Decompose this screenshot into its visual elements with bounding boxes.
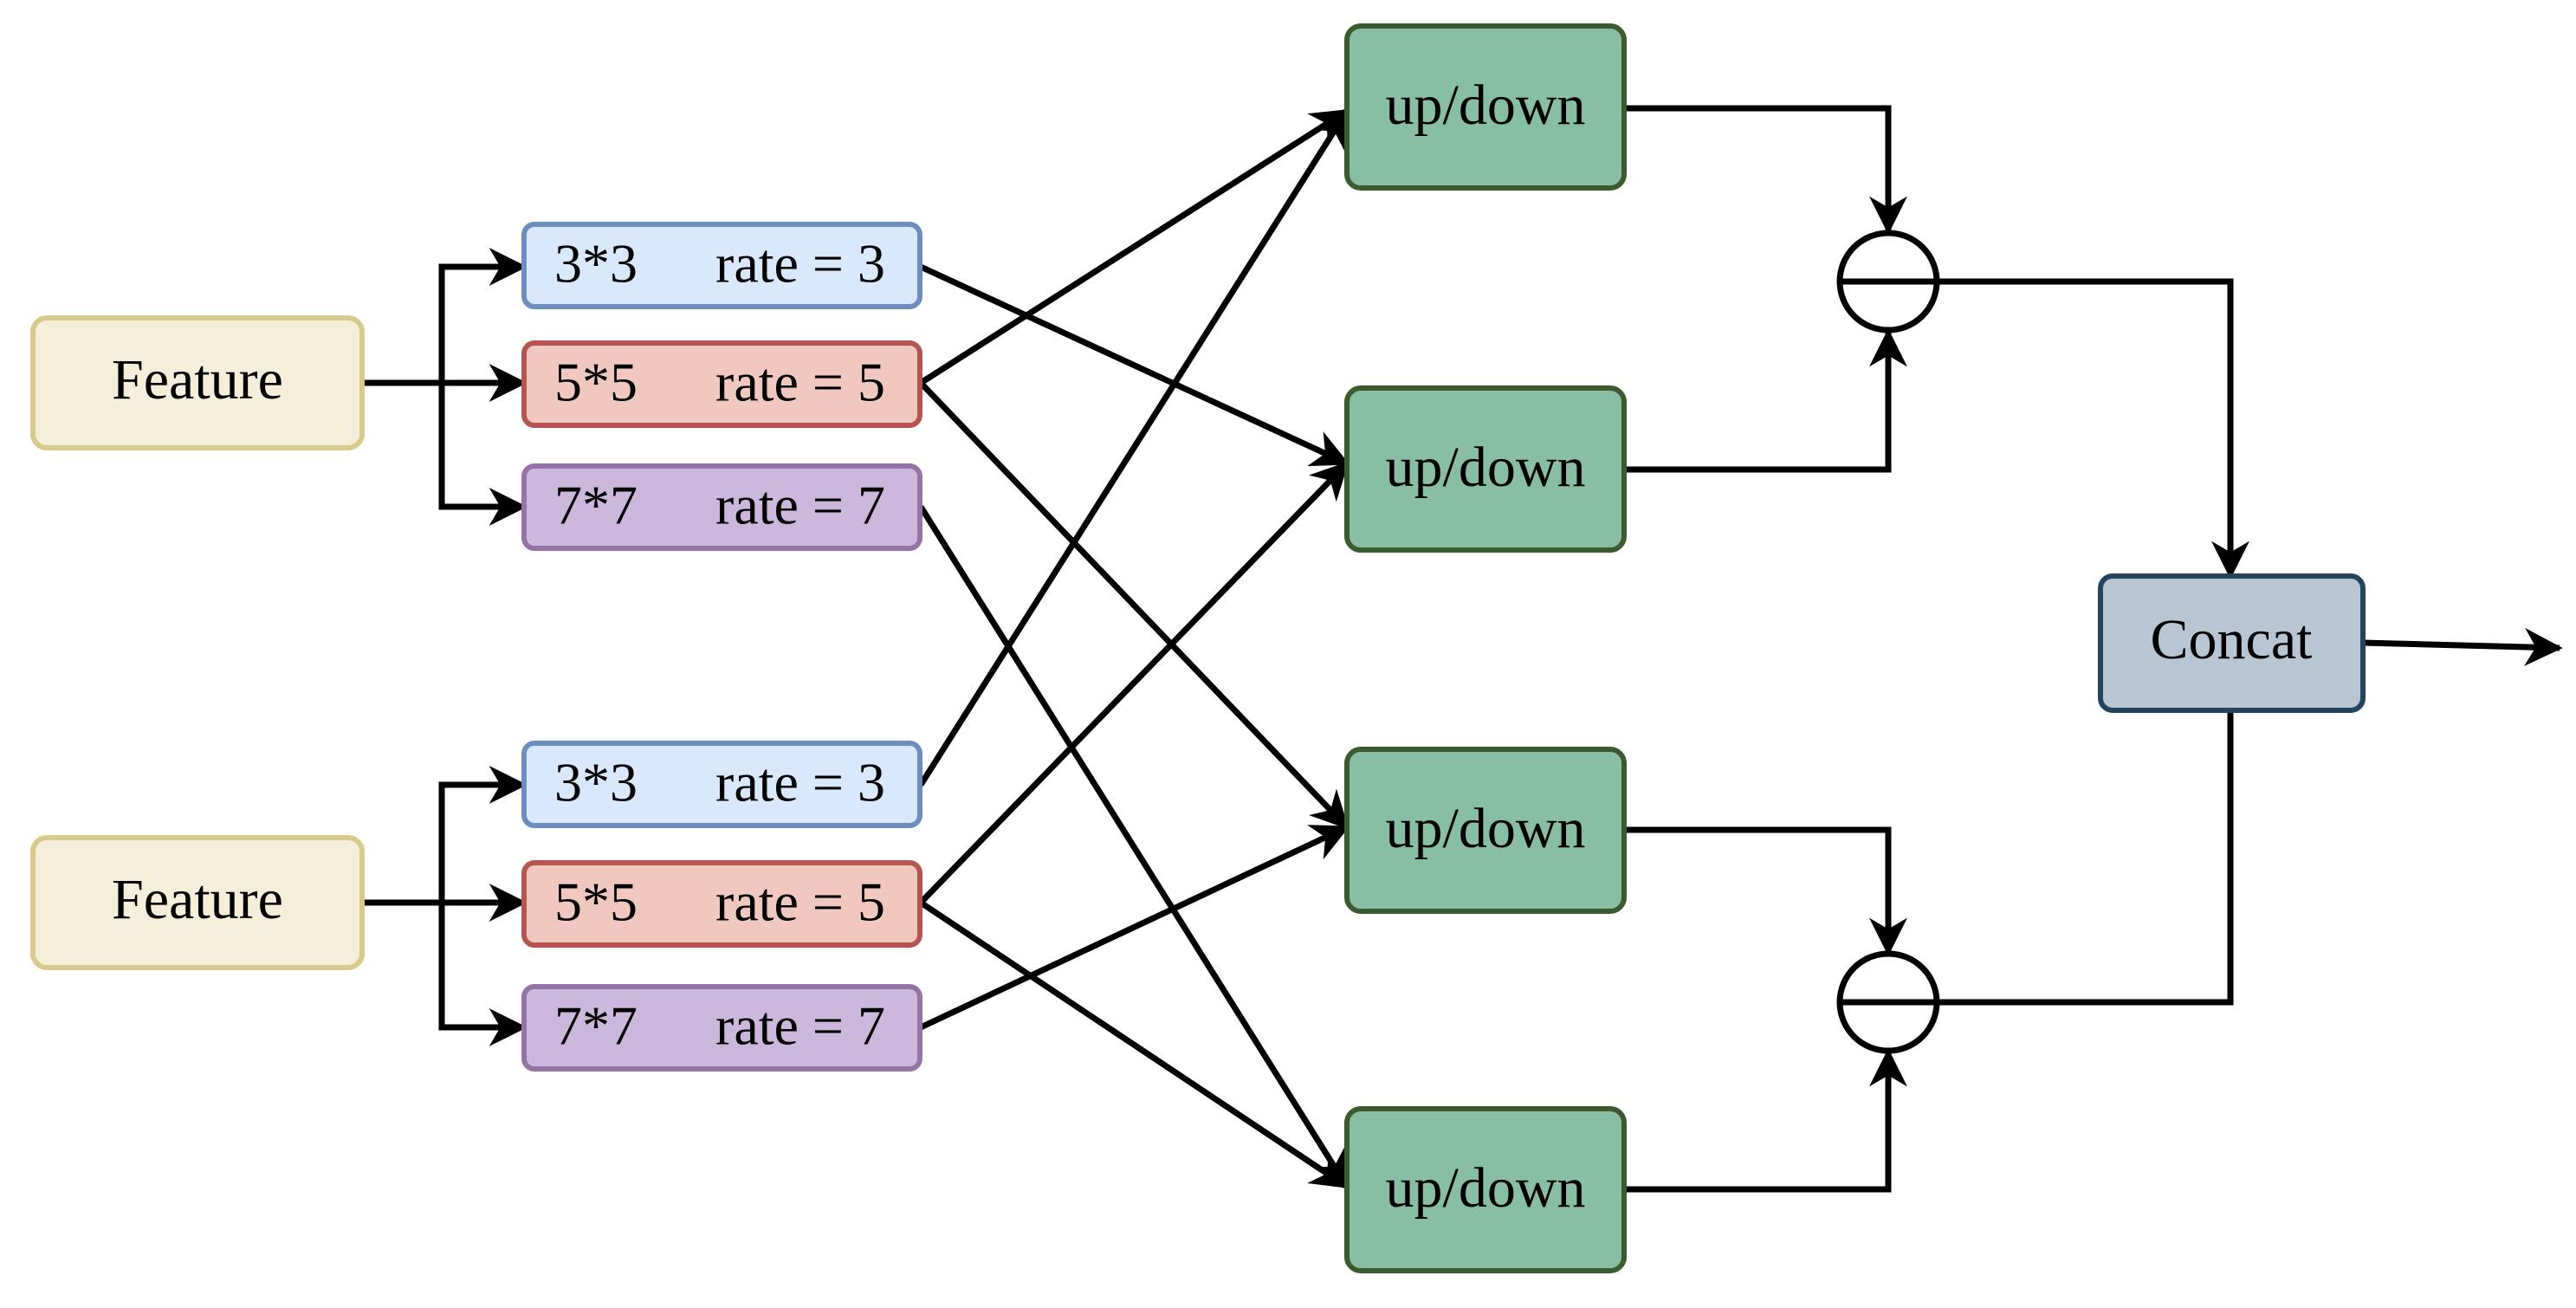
arrow-updown2-to-combine1 bbox=[1624, 328, 1907, 473]
arrow-b5-to-updown4 bbox=[919, 900, 1350, 1189]
feature-box: Feature bbox=[30, 315, 365, 450]
conv-kernel-label: 3*3 bbox=[554, 752, 638, 813]
conv-7x7-box: 7*7 rate = 7 bbox=[521, 984, 922, 1072]
concat-label: Concat bbox=[2151, 608, 2313, 671]
updown-label: up/down bbox=[1386, 1156, 1586, 1220]
subtract-circle-icon bbox=[1836, 230, 1940, 333]
arrow-t5-to-updown1 bbox=[919, 108, 1350, 385]
conv-kernel-label: 5*5 bbox=[554, 871, 638, 933]
arrow-combine1-to-concat bbox=[1936, 278, 2249, 580]
conv-3x3-box: 3*3 rate = 3 bbox=[521, 222, 922, 309]
conv-rate-label: rate = 7 bbox=[715, 995, 885, 1057]
conv-rate-label: rate = 5 bbox=[715, 871, 885, 933]
output-arrow bbox=[2362, 627, 2563, 666]
arrow-b7-to-updown3 bbox=[919, 824, 1350, 1031]
arrow-feature1-to-conv7 bbox=[438, 383, 527, 526]
feature-box: Feature bbox=[30, 835, 365, 970]
updown-label: up/down bbox=[1386, 74, 1586, 137]
conv-5x5-box: 5*5 rate = 5 bbox=[521, 340, 922, 428]
updown-label: up/down bbox=[1386, 436, 1586, 499]
arrow-t7-to-updown4 bbox=[918, 505, 1349, 1190]
arrow-updown1-to-combine1 bbox=[1624, 105, 1907, 235]
updown-box: up/down bbox=[1344, 1106, 1627, 1273]
conv-rate-label: rate = 3 bbox=[715, 752, 885, 813]
updown-box: up/down bbox=[1344, 747, 1627, 914]
conv-7x7-box: 7*7 rate = 7 bbox=[521, 463, 922, 551]
feature-label: Feature bbox=[112, 868, 283, 931]
arrow-b5-to-updown2 bbox=[918, 461, 1349, 905]
updown-label: up/down bbox=[1386, 797, 1586, 860]
concat-box: Concat bbox=[2098, 573, 2366, 713]
arrow-t5-to-updown3 bbox=[918, 380, 1349, 830]
conv-kernel-label: 3*3 bbox=[554, 233, 638, 295]
conv-3x3-box: 3*3 rate = 3 bbox=[521, 741, 922, 828]
conv-kernel-label: 7*7 bbox=[554, 475, 638, 536]
conv-rate-label: rate = 3 bbox=[715, 233, 885, 295]
subtract-circle-icon bbox=[1836, 950, 1940, 1054]
arrow-feature1-to-conv3 bbox=[362, 248, 527, 386]
conv-5x5-box: 5*5 rate = 5 bbox=[521, 860, 922, 948]
updown-box: up/down bbox=[1344, 385, 1627, 553]
arrow-feature2-to-conv3 bbox=[362, 766, 527, 906]
conv-kernel-label: 5*5 bbox=[554, 352, 638, 413]
updown-box: up/down bbox=[1344, 23, 1627, 191]
arrow-updown4-to-combine2 bbox=[1624, 1048, 1907, 1193]
conv-rate-label: rate = 5 bbox=[715, 352, 885, 413]
feature-label: Feature bbox=[112, 348, 283, 411]
arrow-updown3-to-combine2 bbox=[1624, 826, 1907, 956]
connectors bbox=[362, 105, 2563, 1193]
arrow-feature2-to-conv7 bbox=[438, 903, 527, 1046]
arrow-t3-to-updown2 bbox=[919, 263, 1350, 467]
conv-rate-label: rate = 7 bbox=[715, 475, 885, 536]
arrow-b3-to-updown1 bbox=[918, 107, 1349, 787]
conv-kernel-label: 7*7 bbox=[554, 995, 638, 1057]
arrow-combine2-to-concat bbox=[1936, 665, 2249, 1006]
